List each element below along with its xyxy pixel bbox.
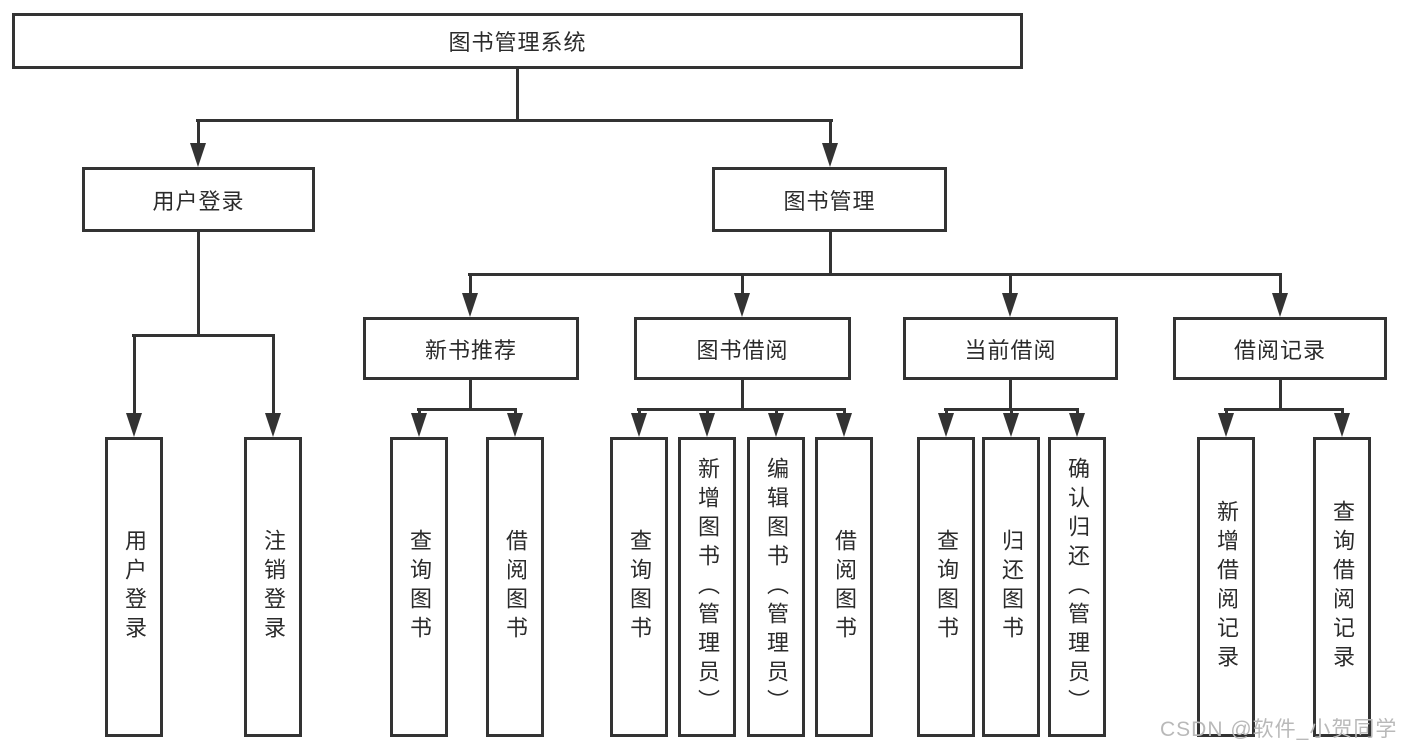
leaf-nbr-query-books-label: 查询图书 <box>407 529 432 645</box>
connector-book-borrow-drop-2 <box>705 408 709 416</box>
leaf-bb-add-books-admin: 新增图书（管理员） <box>678 437 736 737</box>
leaf-br-add-record-label: 新增借阅记录 <box>1214 500 1239 674</box>
leaf-logout: 注销登录 <box>244 437 302 737</box>
arrow-down-icon <box>822 143 838 167</box>
connector-current-borrow-drop-3 <box>1075 408 1079 416</box>
node-user-login: 用户登录 <box>82 167 315 232</box>
arrow-down-icon <box>1069 413 1085 437</box>
leaf-user-login-label: 用户登录 <box>122 529 147 645</box>
leaf-cb-query-books-label: 查询图书 <box>934 529 959 645</box>
arrow-down-icon <box>836 413 852 437</box>
connector-borrow-records-drop-1 <box>1224 408 1228 416</box>
arrow-down-icon <box>462 293 478 317</box>
node-current-borrow-label: 当前借阅 <box>964 337 1057 363</box>
arrow-down-icon <box>1272 293 1288 317</box>
connector-borrow-records-stem <box>1278 380 1282 411</box>
connector-root-drop-right <box>828 119 832 145</box>
connector-book-mgmt-bar <box>468 273 1282 276</box>
arrow-down-icon <box>507 413 523 437</box>
leaf-br-add-record: 新增借阅记录 <box>1197 437 1255 737</box>
leaf-nbr-borrow-books: 借阅图书 <box>486 437 544 737</box>
connector-book-borrow-drop-4 <box>842 408 846 416</box>
leaf-cb-query-books: 查询图书 <box>917 437 975 737</box>
leaf-cb-return-books-label: 归还图书 <box>999 529 1024 645</box>
arrow-down-icon <box>631 413 647 437</box>
leaf-bb-edit-books-admin-label: 编辑图书（管理员） <box>764 456 789 718</box>
connector-root-stem <box>515 69 519 122</box>
node-new-book-rec: 新书推荐 <box>363 317 579 380</box>
connector-book-mgmt-drop-1 <box>468 273 472 295</box>
node-root-label: 图书管理系统 <box>448 30 587 55</box>
connector-borrow-records-bar <box>1224 408 1344 411</box>
connector-user-login-drop-1 <box>132 334 136 415</box>
arrow-down-icon <box>734 293 750 317</box>
arrow-down-icon <box>411 413 427 437</box>
leaf-bb-query-books-label: 查询图书 <box>627 529 652 645</box>
leaf-bb-edit-books-admin: 编辑图书（管理员） <box>747 437 805 737</box>
connector-current-borrow-drop-1 <box>944 408 948 416</box>
connector-new-book-rec-bar <box>417 408 517 411</box>
node-book-mgmt: 图书管理 <box>712 167 947 232</box>
connector-current-borrow-stem <box>1008 380 1012 411</box>
leaf-br-query-record-label: 查询借阅记录 <box>1330 500 1355 674</box>
arrow-down-icon <box>126 413 142 437</box>
connector-root-bar <box>196 119 833 122</box>
connector-book-borrow-drop-3 <box>774 408 778 416</box>
arrow-down-icon <box>1003 413 1019 437</box>
connector-book-mgmt-drop-2 <box>740 273 744 295</box>
arrow-down-icon <box>768 413 784 437</box>
arrow-down-icon <box>1334 413 1350 437</box>
arrow-down-icon <box>1002 293 1018 317</box>
node-book-mgmt-label: 图书管理 <box>783 188 876 214</box>
arrow-down-icon <box>1218 413 1234 437</box>
arrow-down-icon <box>190 143 206 167</box>
connector-book-mgmt-drop-3 <box>1008 273 1012 295</box>
connector-book-borrow-bar <box>637 408 846 411</box>
connector-root-drop-left <box>196 119 200 145</box>
connector-user-login-stem <box>196 232 200 337</box>
connector-book-mgmt-stem <box>828 232 832 276</box>
connector-new-book-rec-drop-2 <box>513 408 517 416</box>
leaf-bb-borrow-books-label: 借阅图书 <box>832 529 857 645</box>
connector-new-book-rec-drop-1 <box>417 408 421 416</box>
connector-current-borrow-drop-2 <box>1009 408 1013 416</box>
node-book-borrow: 图书借阅 <box>634 317 851 380</box>
connector-user-login-bar <box>132 334 275 337</box>
connector-borrow-records-drop-2 <box>1340 408 1344 416</box>
connector-user-login-drop-2 <box>271 334 275 415</box>
leaf-cb-confirm-return-admin: 确认归还（管理员） <box>1048 437 1106 737</box>
leaf-bb-borrow-books: 借阅图书 <box>815 437 873 737</box>
connector-new-book-rec-stem <box>468 380 472 411</box>
node-book-borrow-label: 图书借阅 <box>696 337 789 363</box>
leaf-nbr-query-books: 查询图书 <box>390 437 448 737</box>
arrow-down-icon <box>265 413 281 437</box>
leaf-user-login: 用户登录 <box>105 437 163 737</box>
node-borrow-records-label: 借阅记录 <box>1233 337 1326 363</box>
watermark-text: CSDN @软件_小贺同学 <box>1160 718 1398 741</box>
node-borrow-records: 借阅记录 <box>1173 317 1387 380</box>
leaf-br-query-record: 查询借阅记录 <box>1313 437 1371 737</box>
node-current-borrow: 当前借阅 <box>903 317 1118 380</box>
connector-book-mgmt-drop-4 <box>1278 273 1282 295</box>
leaf-bb-add-books-admin-label: 新增图书（管理员） <box>695 456 720 718</box>
leaf-logout-label: 注销登录 <box>261 529 286 645</box>
node-user-login-label: 用户登录 <box>152 188 245 214</box>
arrow-down-icon <box>938 413 954 437</box>
node-root: 图书管理系统 <box>12 13 1023 69</box>
connector-book-borrow-drop-1 <box>637 408 641 416</box>
arrow-down-icon <box>699 413 715 437</box>
node-new-book-rec-label: 新书推荐 <box>424 337 517 363</box>
leaf-cb-confirm-return-admin-label: 确认归还（管理员） <box>1065 456 1090 718</box>
leaf-nbr-borrow-books-label: 借阅图书 <box>503 529 528 645</box>
leaf-bb-query-books: 查询图书 <box>610 437 668 737</box>
connector-book-borrow-stem <box>740 380 744 411</box>
leaf-cb-return-books: 归还图书 <box>982 437 1040 737</box>
